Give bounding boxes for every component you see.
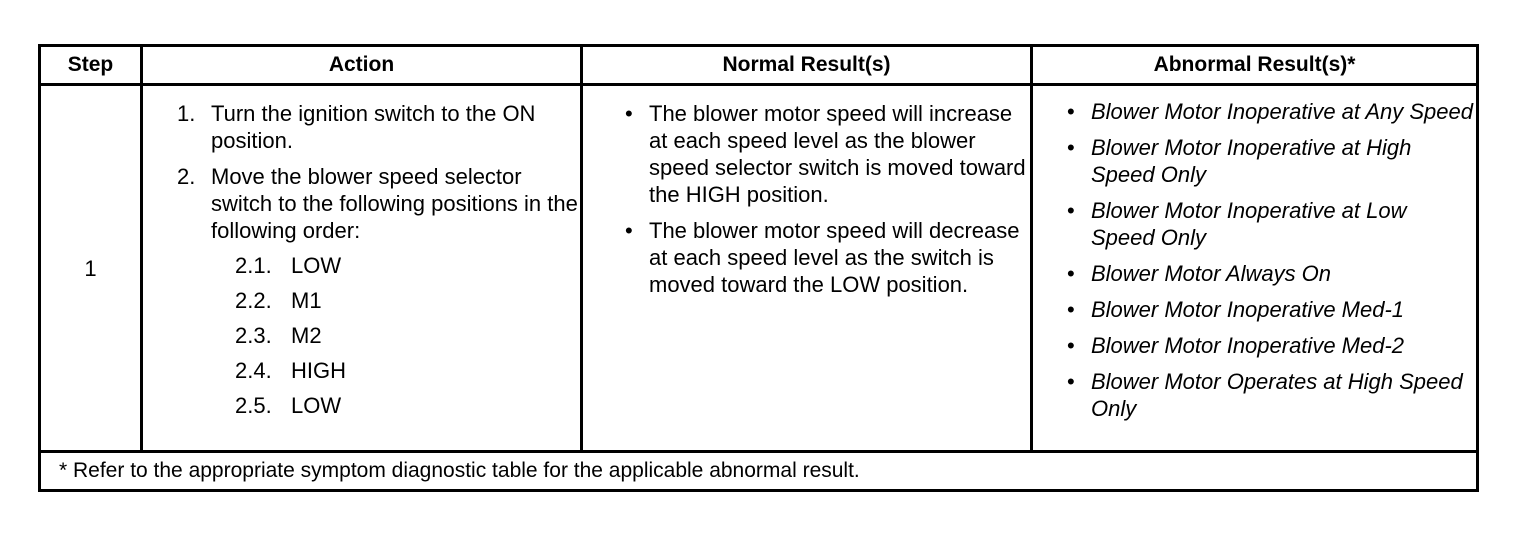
action-item: 1. Turn the ignition switch to the ON po… (177, 100, 580, 154)
abnormal-results-list: • Blower Motor Inoperative at Any Speed •… (1033, 98, 1476, 422)
sub-action-text: LOW (291, 393, 342, 418)
header-normal-results: Normal Result(s) (580, 44, 1033, 86)
abnormal-result-item: • Blower Motor Inoperative at Low Speed O… (1067, 197, 1476, 251)
normal-result-item: • The blower motor speed will decrease a… (625, 217, 1030, 298)
abnormal-result-item: • Blower Motor Inoperative at High Speed … (1067, 134, 1476, 188)
abnormal-result-text: Blower Motor Always On (1091, 261, 1332, 286)
bullet-icon: • (1067, 99, 1075, 124)
diagnostic-table: Step Action Normal Result(s) Abnormal Re… (38, 44, 1479, 492)
bullet-icon: • (1067, 369, 1075, 394)
sub-action-item: 2.3. M2 (235, 322, 580, 349)
abnormal-result-item: • Blower Motor Inoperative Med-1 (1067, 296, 1476, 323)
sub-action-number: 2.5. (235, 393, 272, 418)
sub-action-item: 2.2. M1 (235, 287, 580, 314)
sub-action-number: 2.4. (235, 358, 272, 383)
sub-action-number: 2.3. (235, 323, 272, 348)
abnormal-result-item: • Blower Motor Operates at High Speed Onl… (1067, 368, 1476, 422)
header-action: Action (140, 44, 583, 86)
normal-result-text: The blower motor speed will increase at … (649, 101, 1026, 207)
action-number: 1. (177, 101, 196, 126)
bullet-icon: • (625, 218, 633, 243)
bullet-icon: • (625, 101, 633, 126)
bullet-icon: • (1067, 333, 1075, 358)
abnormal-result-text: Blower Motor Inoperative Med-1 (1091, 297, 1405, 322)
abnormal-result-text: Blower Motor Operates at High Speed Only (1091, 369, 1463, 421)
abnormal-result-text: Blower Motor Inoperative Med-2 (1091, 333, 1405, 358)
header-row: Step Action Normal Result(s) Abnormal Re… (38, 44, 1479, 86)
abnormal-result-item: • Blower Motor Always On (1067, 260, 1476, 287)
step-number: 1 (38, 83, 143, 453)
action-item: 2. Move the blower speed selector switch… (177, 163, 580, 419)
abnormal-result-text: Blower Motor Inoperative at High Speed O… (1091, 135, 1412, 187)
normal-results-cell: • The blower motor speed will increase a… (580, 83, 1033, 453)
sub-action-text: LOW (291, 253, 342, 278)
bullet-icon: • (1067, 261, 1075, 286)
header-step: Step (38, 44, 143, 86)
action-text: Turn the ignition switch to the ON posit… (211, 101, 536, 153)
normal-results-list: • The blower motor speed will increase a… (583, 100, 1030, 298)
abnormal-result-item: • Blower Motor Inoperative Med-2 (1067, 332, 1476, 359)
abnormal-result-item: • Blower Motor Inoperative at Any Speed (1067, 98, 1476, 125)
footnote: * Refer to the appropriate symptom diagn… (38, 450, 1479, 492)
table-row: 1 1. Turn the ignition switch to the ON … (38, 83, 1479, 453)
sub-action-text: M1 (291, 288, 322, 313)
normal-result-item: • The blower motor speed will increase a… (625, 100, 1030, 208)
sub-action-number: 2.2. (235, 288, 272, 313)
sub-action-item: 2.4. HIGH (235, 357, 580, 384)
action-list: 1. Turn the ignition switch to the ON po… (143, 100, 580, 419)
sub-action-number: 2.1. (235, 253, 272, 278)
sub-action-item: 2.5. LOW (235, 392, 580, 419)
sub-action-text: M2 (291, 323, 322, 348)
action-cell: 1. Turn the ignition switch to the ON po… (140, 83, 583, 453)
bullet-icon: • (1067, 198, 1075, 223)
sub-action-item: 2.1. LOW (235, 252, 580, 279)
footer-row: * Refer to the appropriate symptom diagn… (38, 450, 1479, 492)
abnormal-result-text: Blower Motor Inoperative at Any Speed (1091, 99, 1473, 124)
abnormal-results-cell: • Blower Motor Inoperative at Any Speed •… (1030, 83, 1479, 453)
action-number: 2. (177, 164, 196, 189)
bullet-icon: • (1067, 297, 1075, 322)
action-text: Move the blower speed selector switch to… (211, 164, 578, 243)
header-abnormal-results: Abnormal Result(s)* (1030, 44, 1479, 86)
sub-action-text: HIGH (291, 358, 346, 383)
normal-result-text: The blower motor speed will decrease at … (649, 218, 1020, 297)
bullet-icon: • (1067, 135, 1075, 160)
sub-action-list: 2.1. LOW 2.2. M1 2.3. M2 2.4. HIGH 2.5. LOW (211, 252, 580, 419)
abnormal-result-text: Blower Motor Inoperative at Low Speed On… (1091, 198, 1407, 250)
